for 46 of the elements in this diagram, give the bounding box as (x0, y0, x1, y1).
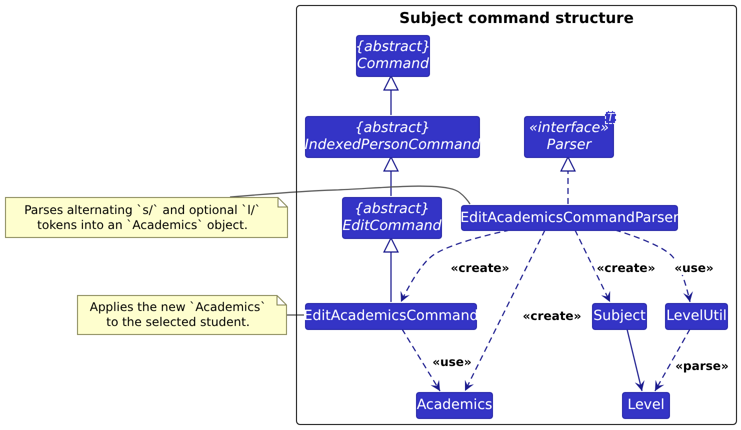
class-box (592, 303, 647, 330)
stereotype-label: {abstract} (354, 120, 430, 137)
note-text: Parses alternating `s/` and optional `l/` tokens into an `Academics` object. (23, 202, 262, 232)
class-name: IndexedPersonCommand (304, 137, 480, 154)
dependency-arrow (654, 328, 691, 392)
edge-label: «create» (594, 261, 658, 275)
class-name: Subject (593, 308, 646, 325)
class-name: Level (628, 397, 664, 414)
stereotype-label: {abstract} (355, 39, 431, 56)
class-box (665, 303, 728, 330)
dependency-arrow (464, 230, 546, 392)
note (5, 197, 288, 238)
inheritance-arrow (560, 156, 576, 204)
class-box (342, 197, 442, 239)
note (77, 295, 287, 335)
inheritance-arrow (383, 156, 399, 196)
class-name: EditCommand (342, 218, 442, 235)
edge-label: «create» (448, 261, 512, 275)
edge-label: «create» (520, 309, 584, 323)
note-connector (230, 186, 470, 204)
edge-label: «use» (672, 261, 716, 275)
class-box (356, 35, 430, 77)
class-box (461, 205, 678, 231)
class-box (305, 116, 480, 158)
class-name: Command (357, 56, 429, 73)
class-box (305, 303, 477, 330)
dependency-arrow (401, 328, 441, 392)
class-name: LevelUtil (666, 308, 727, 325)
stereotype-label: {abstract} (354, 201, 430, 218)
dependency-arrow (626, 328, 644, 392)
edge-label: «parse» (673, 359, 731, 373)
class-name: EditAcademicsCommandParser (460, 210, 679, 226)
inheritance-arrow (383, 237, 399, 302)
dependency-arrow (614, 229, 693, 302)
template-parameter: T (605, 111, 616, 124)
note-connector (287, 314, 304, 316)
note-text: Applies the new `Academics` to the selected student. (88, 300, 268, 330)
package-frame (296, 5, 737, 425)
package-title: Subject command structure (398, 9, 635, 27)
class-box (622, 392, 670, 419)
class-name: EditAcademicsCommand (304, 308, 478, 325)
inheritance-arrow (383, 75, 399, 115)
class-name: Academics (416, 397, 492, 414)
class-box (416, 392, 493, 419)
class-name: Parser (546, 137, 592, 154)
dependency-arrow (574, 230, 611, 302)
